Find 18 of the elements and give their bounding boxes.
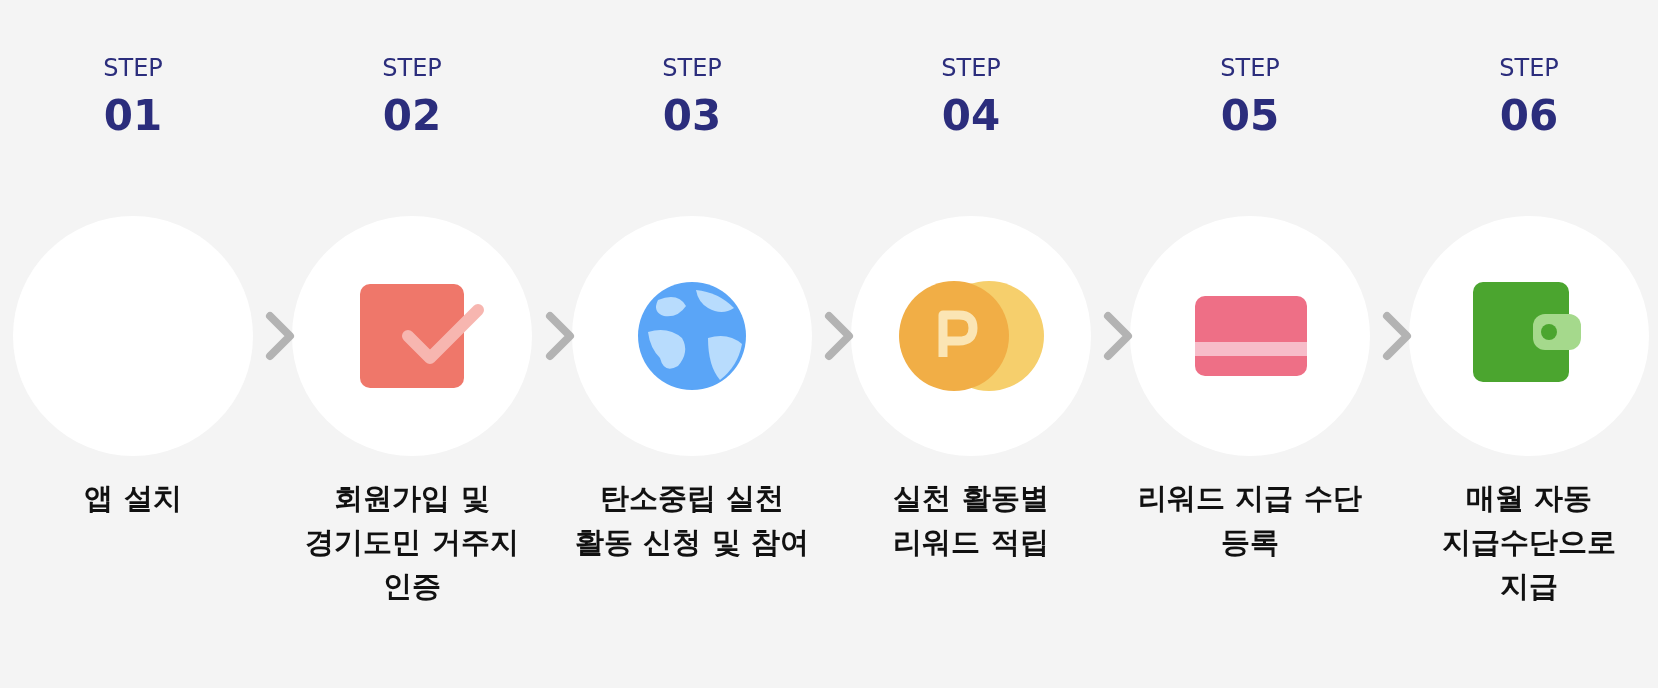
step-label: STEP	[940, 54, 1002, 82]
step-number: 02	[381, 91, 443, 140]
step-label: STEP	[1219, 54, 1281, 82]
step-caption: 탄소중립 실천 활동 신청 및 참여	[574, 480, 810, 561]
step-label: STEP	[102, 54, 164, 82]
step-number: 01	[102, 91, 164, 140]
step-number: 06	[1498, 91, 1560, 140]
step-number: 05	[1219, 91, 1281, 140]
step-caption: 리워드 지급 수단 등록	[1137, 480, 1363, 561]
step-caption: 실천 활동별 리워드 적립	[892, 480, 1050, 561]
step-label: STEP	[1498, 54, 1560, 82]
step-label: STEP	[381, 54, 443, 82]
step-number: 03	[661, 91, 723, 140]
step-caption: 앱 설치	[83, 480, 183, 517]
step-caption: 매월 자동 지급수단으로 지급	[1441, 480, 1617, 605]
step-caption: 회원가입 및 경기도민 거주지 인증	[304, 480, 520, 605]
step-number: 04	[940, 91, 1002, 140]
step-label: STEP	[661, 54, 723, 82]
